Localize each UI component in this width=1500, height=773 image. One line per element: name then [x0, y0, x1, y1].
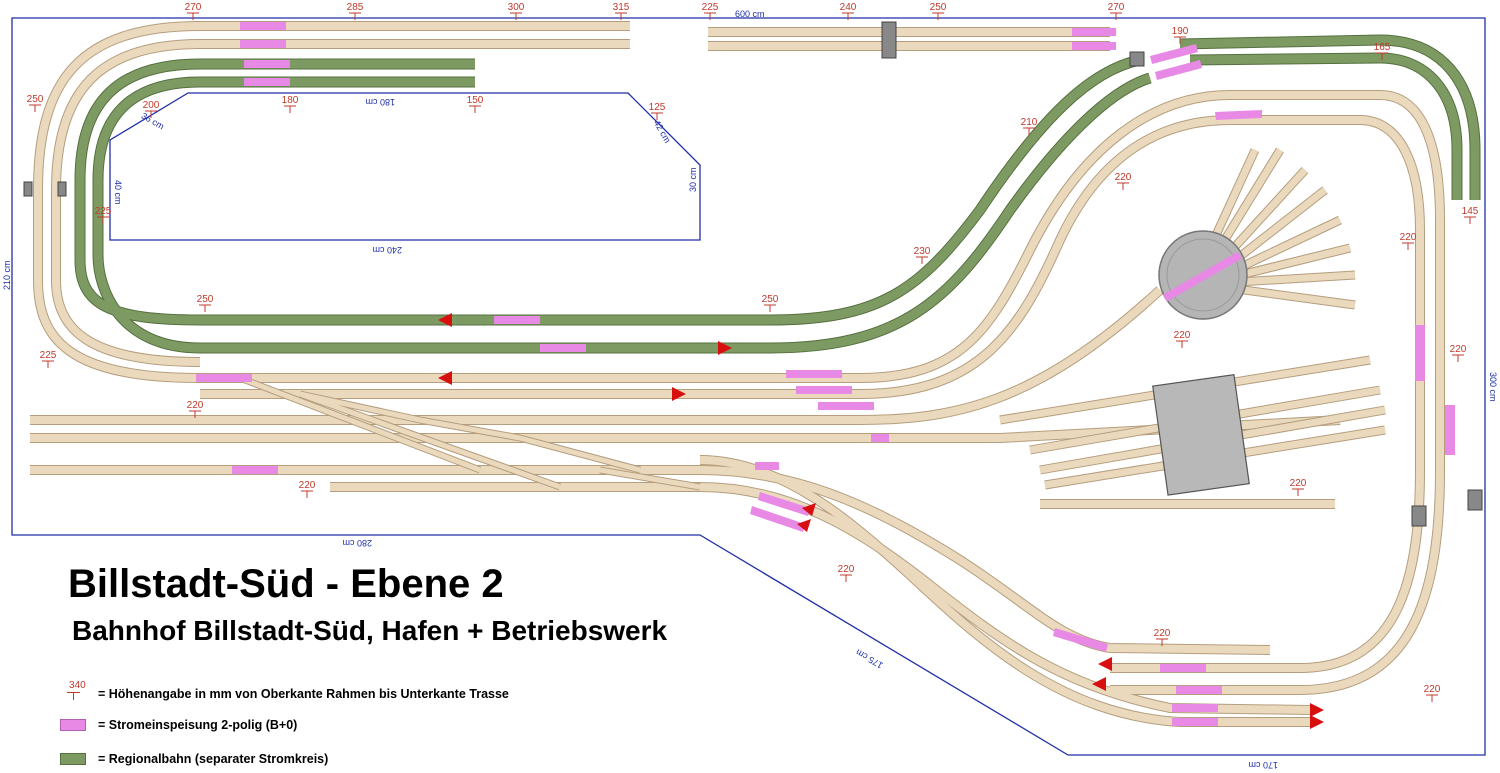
height-tick: [1464, 216, 1476, 224]
height-marker-icon: 340: [60, 680, 86, 700]
legend-feed-label: = Stromeinspeisung 2-polig (B+0): [98, 718, 298, 732]
height-tick: [97, 216, 109, 224]
height-label: 220: [1174, 330, 1191, 341]
height-tick: [29, 104, 41, 112]
height-label: 270: [185, 2, 202, 13]
harbour-area: [999, 355, 1386, 496]
height-tick: [932, 12, 944, 20]
height-tick: [42, 360, 54, 368]
height-tick: [840, 574, 852, 582]
height-label: 250: [27, 94, 44, 105]
height-label: 220: [1424, 684, 1441, 695]
height-label: 250: [930, 2, 947, 13]
turntable-area: [1158, 147, 1356, 320]
legend-height-sample: 340: [69, 680, 86, 691]
legend-height-row: 340 = Höhenangabe in mm von Oberkante Ra…: [60, 680, 509, 704]
dim-top: 600 cm: [735, 9, 765, 19]
height-tick: [764, 304, 776, 312]
height-label: 225: [702, 2, 719, 13]
height-tick: [1292, 488, 1304, 496]
tan-tracks: [30, 21, 1445, 727]
warehouse: [1152, 374, 1250, 496]
height-label: 220: [299, 480, 316, 491]
height-tick: [349, 12, 361, 20]
feed-swatch-icon: [60, 719, 86, 731]
height-label: 230: [914, 246, 931, 257]
height-label: 250: [197, 294, 214, 305]
height-label: 165: [1374, 42, 1391, 53]
page-title: Billstadt-Süd - Ebene 2: [68, 562, 504, 606]
baseboard-outline: [11, 17, 1486, 756]
height-tick: [284, 105, 296, 113]
legend-regional-row: = Regionalbahn (separater Stromkreis): [60, 749, 328, 769]
height-label: 240: [840, 2, 857, 13]
height-label: 125: [649, 102, 666, 113]
height-label: 225: [40, 350, 57, 361]
height-tick: [301, 490, 313, 498]
height-label: 220: [1400, 232, 1417, 243]
height-label: 200: [143, 100, 160, 111]
height-tick: [1376, 52, 1388, 60]
height-tick: [199, 304, 211, 312]
height-tick: [510, 12, 522, 20]
height-tick: [1402, 242, 1414, 250]
height-marks: 270 285 300 315 225 240 250 270 190 165 145 250 200 1…: [27, 2, 1479, 702]
height-label: 315: [613, 2, 630, 13]
page-subtitle: Bahnhof Billstadt-Süd, Hafen + Betriebsw…: [72, 615, 668, 646]
height-label: 190: [1172, 26, 1189, 37]
height-tick: [704, 12, 716, 20]
height-tick: [1023, 127, 1035, 135]
dim-diagonal: 175 cm: [854, 647, 885, 670]
dim-bottom-left: 280 cm: [342, 538, 372, 548]
height-label: 210: [1021, 117, 1038, 128]
height-tick: [1117, 182, 1129, 190]
height-tick: [1452, 354, 1464, 362]
height-label: 150: [467, 95, 484, 106]
height-label: 220: [1115, 172, 1132, 183]
height-label: 285: [347, 2, 364, 13]
power-feeds: [196, 22, 1455, 726]
height-label: 220: [1290, 478, 1307, 489]
height-label: 220: [187, 400, 204, 411]
dim-opening-bottom: 240 cm: [372, 245, 402, 255]
height-tick: [1156, 638, 1168, 646]
height-tick: [1176, 340, 1188, 348]
legend-feed-row: = Stromeinspeisung 2-polig (B+0): [60, 715, 297, 735]
direction-arrows: [438, 313, 1324, 729]
height-tick: [615, 12, 627, 20]
height-tick: [842, 12, 854, 20]
height-label: 220: [838, 564, 855, 575]
bridge-markers: [23, 21, 1483, 527]
height-label: 220: [1154, 628, 1171, 639]
dim-opening-tr: 42 cm: [652, 118, 673, 144]
height-tick: [1110, 12, 1122, 20]
height-label: 250: [762, 294, 779, 305]
dim-right: 300 cm: [1488, 372, 1498, 402]
height-label: 225: [95, 206, 112, 217]
height-label: 180: [282, 95, 299, 106]
legend-height-label: = Höhenangabe in mm von Oberkante Rahmen…: [98, 687, 509, 701]
height-tick: [651, 112, 663, 120]
height-tick: [469, 105, 481, 113]
height-tick: [1426, 694, 1438, 702]
dim-opening-right: 30 cm: [688, 167, 698, 192]
dim-bottom-right: 170 cm: [1248, 760, 1278, 770]
height-tick: [916, 256, 928, 264]
height-tick: [1174, 36, 1186, 44]
height-label: 220: [1450, 344, 1467, 355]
dim-opening-left: 40 cm: [113, 180, 123, 205]
height-label: 270: [1108, 2, 1125, 13]
dim-left: 210 cm: [2, 260, 12, 290]
height-label: 145: [1462, 206, 1479, 217]
regional-swatch-icon: [60, 753, 86, 765]
height-tick: [187, 12, 199, 20]
height-label: 300: [508, 2, 525, 13]
dim-opening-top: 180 cm: [365, 97, 395, 107]
regional-tracks: [74, 34, 1481, 354]
height-tick: [189, 410, 201, 418]
legend-regional-label: = Regionalbahn (separater Stromkreis): [98, 752, 329, 766]
height-tick: [145, 110, 157, 118]
